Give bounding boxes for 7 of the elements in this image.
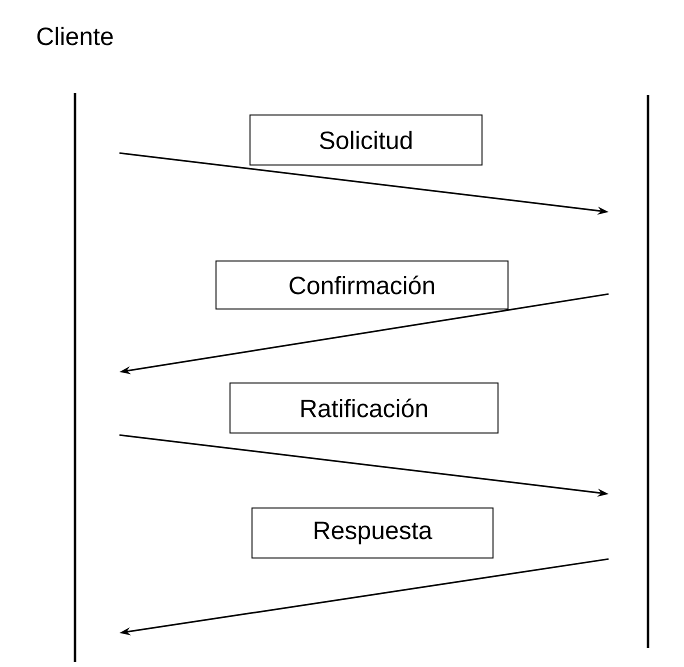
message-box: Solicitud [250,114,482,166]
lifeline: Cliente [37,26,113,662]
lifeline [646,95,650,648]
message-box: Respuesta [252,508,494,558]
message-box: Confirmación [216,260,508,310]
message-box: Ratificación [230,382,498,434]
node-label: Cliente [37,26,113,46]
